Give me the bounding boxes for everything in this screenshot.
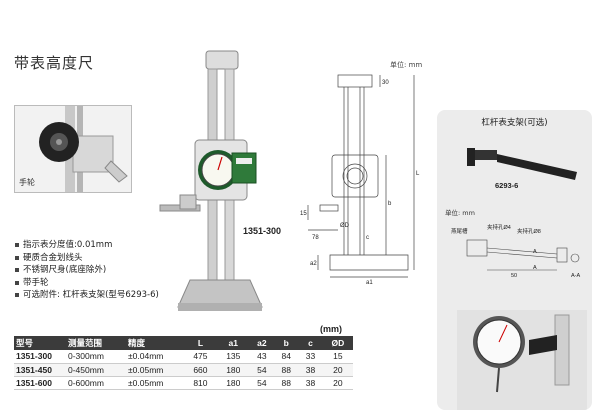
inset-caption: 手轮 bbox=[19, 178, 35, 187]
dim-label-L: L bbox=[416, 171, 420, 177]
col-header: 精度 bbox=[128, 338, 146, 348]
hand-wheel-inset: 手轮 bbox=[14, 105, 132, 193]
cell-model: 1351-450 bbox=[14, 363, 66, 377]
spec-item: 可选附件: 杠杆表支架(型号6293-6) bbox=[14, 289, 159, 302]
cell-od: 15 bbox=[322, 350, 353, 364]
table-row: 1351-600 0-600mm ±0.05mm 810 180 54 88 3… bbox=[14, 376, 353, 390]
page-title: 带表高度尺 bbox=[14, 54, 95, 72]
label-dovetail: 燕尾槽 bbox=[451, 227, 468, 235]
spec-list: 指示表分度值:0.01mm 硬质合金划线头 不锈钢尺身(底座除外) 带手轮 可选… bbox=[14, 239, 159, 302]
dim-label-78: 78 bbox=[312, 235, 319, 241]
spec-item: 不锈钢尺身(底座除外) bbox=[14, 264, 159, 277]
cell-accuracy: ±0.04mm bbox=[126, 350, 184, 364]
dim-label-b: b bbox=[388, 201, 392, 207]
col-header: L bbox=[197, 338, 204, 348]
col-header: c bbox=[308, 338, 313, 348]
photo-model-tag: 1351-300 bbox=[243, 226, 282, 236]
cell-a1: 180 bbox=[216, 376, 250, 390]
col-header: 测量范围 bbox=[68, 338, 103, 348]
dim-label-a1: a1 bbox=[366, 280, 373, 285]
label-hole-4: 夹持孔Ø4 bbox=[487, 223, 511, 231]
cell-accuracy: ±0.05mm bbox=[126, 376, 184, 390]
col-header: ØD bbox=[331, 338, 345, 348]
col-header: 型号 bbox=[16, 338, 34, 348]
label-hole-8: 夹持孔Ø8 bbox=[517, 227, 541, 235]
cell-range: 0-300mm bbox=[66, 350, 126, 364]
table-row: 1351-450 0-450mm ±0.05mm 660 180 54 88 3… bbox=[14, 363, 353, 377]
col-header: a1 bbox=[228, 338, 239, 348]
accessory-panel: 杠杆表支架(可选) 6293-6 单位: mm 燕尾槽 夹持孔Ø4 夹持孔Ø8 … bbox=[437, 110, 592, 410]
accessory-code: 6293-6 bbox=[495, 181, 519, 190]
label-a-top: A bbox=[533, 249, 537, 255]
dim-label-30: 30 bbox=[382, 80, 389, 86]
cell-l: 660 bbox=[184, 363, 217, 377]
cell-c: 38 bbox=[298, 363, 323, 377]
dim-label-od: ØD bbox=[340, 223, 350, 229]
col-header: a2 bbox=[257, 338, 267, 348]
cell-model: 1351-300 bbox=[14, 350, 66, 364]
technical-drawing: 30 b L 15 ØD 78 c a2 a1 bbox=[300, 55, 430, 286]
dim-label-a2: a2 bbox=[310, 261, 317, 267]
cell-model: 1351-600 bbox=[14, 376, 66, 390]
drawing-unit: 单位: mm bbox=[390, 61, 423, 69]
cell-od: 20 bbox=[322, 363, 353, 377]
dim-label-15: 15 bbox=[300, 211, 307, 217]
table-row: 1351-300 0-300mm ±0.04mm 475 135 43 84 3… bbox=[14, 350, 353, 364]
col-header: b bbox=[283, 338, 289, 348]
height-gauge-illustration bbox=[159, 50, 263, 311]
spec-item: 硬质合金划线头 bbox=[14, 252, 159, 265]
cell-od: 20 bbox=[322, 376, 353, 390]
cell-accuracy: ±0.05mm bbox=[126, 363, 184, 377]
cell-a2: 54 bbox=[249, 363, 275, 377]
cell-a1: 180 bbox=[216, 363, 250, 377]
cell-l: 810 bbox=[184, 376, 217, 390]
cell-b: 88 bbox=[274, 363, 299, 377]
cell-c: 33 bbox=[298, 350, 323, 364]
panel-title: 杠杆表支架(可选) bbox=[481, 118, 548, 128]
spec-item: 指示表分度值:0.01mm bbox=[14, 239, 159, 252]
label-50: 50 bbox=[511, 273, 517, 279]
cell-a2: 54 bbox=[249, 376, 275, 390]
height-gauge-photo bbox=[150, 45, 290, 315]
table-header-row: 型号 测量范围 精度 L a1 a2 b c ØD bbox=[14, 336, 353, 350]
label-a-bottom: A bbox=[533, 265, 537, 271]
table-unit: (mm) bbox=[320, 324, 342, 334]
hand-wheel-illustration bbox=[15, 106, 131, 192]
dimension-drawing: 30 b L 15 ØD 78 c a2 a1 bbox=[300, 74, 420, 286]
spec-item: 带手轮 bbox=[14, 277, 159, 290]
accessory-illustration bbox=[457, 148, 587, 410]
dim-label-c: c bbox=[366, 235, 369, 241]
cell-c: 38 bbox=[298, 376, 323, 390]
cell-b: 88 bbox=[274, 376, 299, 390]
accessory-dimension-labels: 燕尾槽 夹持孔Ø4 夹持孔Ø8 A A A-A 50 bbox=[451, 223, 581, 279]
cell-a2: 43 bbox=[249, 350, 275, 364]
panel-unit: 单位: mm bbox=[445, 209, 475, 217]
cell-range: 0-600mm bbox=[66, 376, 126, 390]
cell-a1: 135 bbox=[216, 350, 250, 364]
cell-l: 475 bbox=[184, 350, 217, 364]
cell-range: 0-450mm bbox=[66, 363, 126, 377]
label-a-a: A-A bbox=[571, 273, 581, 279]
cell-b: 84 bbox=[274, 350, 299, 364]
spec-table: 型号 测量范围 精度 L a1 a2 b c ØD 1351-300 0-300… bbox=[14, 336, 353, 390]
